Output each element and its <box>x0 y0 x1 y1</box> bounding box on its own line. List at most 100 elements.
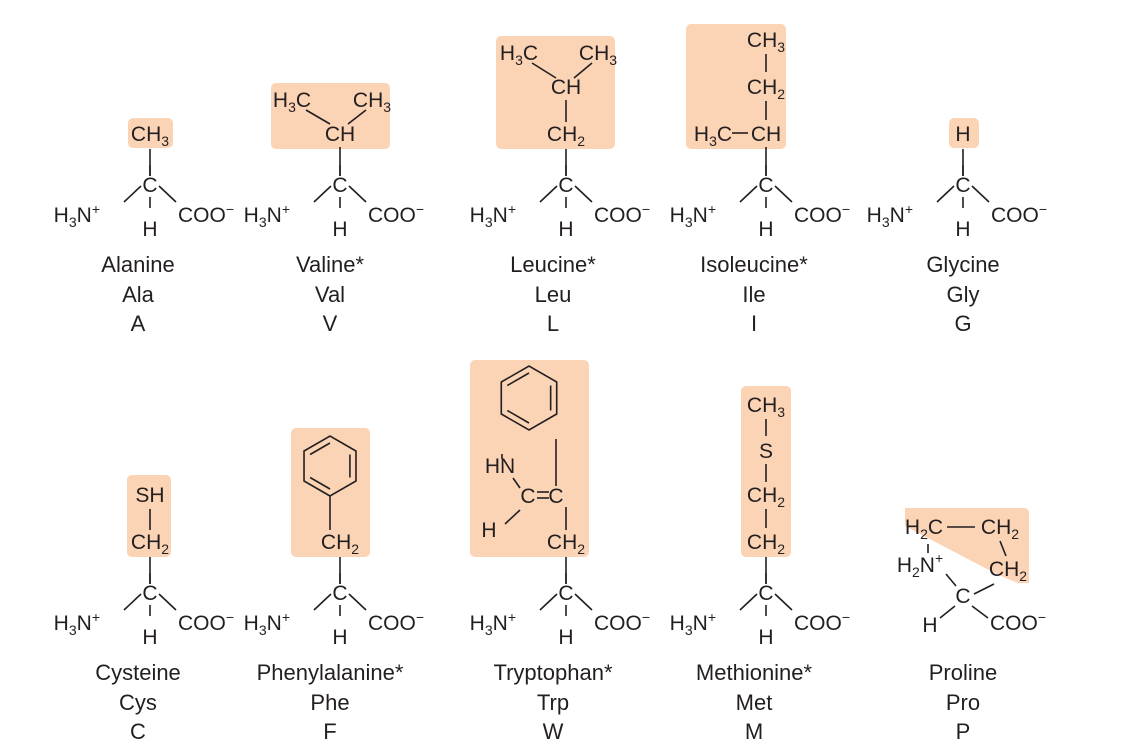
side-chain-highlight <box>949 118 979 148</box>
ch2-group: CH2 <box>747 76 785 102</box>
ch3-group: CH3 <box>353 89 391 115</box>
alpha-hydrogen: H <box>758 218 773 241</box>
amino-group: H3N+ <box>54 609 100 638</box>
alpha-carbon: C <box>332 582 347 605</box>
bond-line <box>506 409 530 424</box>
side-chain-highlight <box>905 508 1029 583</box>
alpha-carbon: C <box>332 174 347 197</box>
bond-line <box>774 185 793 203</box>
carboxylate-group: COO− <box>594 201 650 227</box>
amino-acid-abbr1: W <box>543 719 564 744</box>
amino-acid-name: Cysteine <box>95 660 181 685</box>
h3c-group: H3C <box>694 123 732 149</box>
amino-acid-name: Tryptophan* <box>493 660 612 685</box>
side-chain-highlight <box>470 360 589 557</box>
ch2-group: CH2 <box>547 123 585 149</box>
ch-group: CH <box>751 123 781 146</box>
bond-line <box>305 109 331 125</box>
sh-group: SH <box>135 484 164 507</box>
carboxylate-group: COO− <box>178 609 234 635</box>
ring-carbon: C <box>520 485 535 508</box>
h-atom: H <box>481 519 496 542</box>
amino-acid-abbr3: Phe <box>310 690 349 715</box>
amino-acid-abbr1: C <box>130 719 146 744</box>
benzene-ring <box>303 435 357 497</box>
carboxylate-group: COO− <box>594 609 650 635</box>
alpha-carbon: C <box>955 174 970 197</box>
amino-acid-name: Alanine <box>101 252 174 277</box>
alpha-hydrogen: H <box>142 626 157 649</box>
bond-line <box>774 593 793 611</box>
amino-group: H3N+ <box>244 201 290 230</box>
alpha-carbon: C <box>558 174 573 197</box>
bond-line <box>309 476 331 490</box>
bond-line <box>313 593 332 611</box>
carboxylate-group: COO− <box>794 201 850 227</box>
amino-acid-name: Valine* <box>296 252 365 277</box>
bond-line <box>531 62 557 79</box>
amino-acid-abbr3: Met <box>736 690 773 715</box>
amino-acid-abbr3: Pro <box>946 690 980 715</box>
bond-line <box>504 509 521 525</box>
alpha-hydrogen: H <box>758 626 773 649</box>
bond-line <box>999 540 1007 557</box>
bond-line <box>971 605 989 619</box>
ch3-group: CH3 <box>747 394 785 420</box>
alpha-hydrogen: H <box>558 218 573 241</box>
amino-acid-abbr3: Cys <box>119 690 157 715</box>
bond-line <box>939 605 956 619</box>
amino-acid-abbr1: A <box>131 311 146 336</box>
alpha-hydrogen: H <box>332 626 347 649</box>
h-atom: H <box>955 123 970 146</box>
alpha-carbon: C <box>142 582 157 605</box>
bond-line <box>348 593 367 611</box>
bond-line <box>573 62 593 79</box>
bond-line <box>574 593 593 611</box>
amino-group: H3N+ <box>670 201 716 230</box>
side-chain-highlight <box>686 24 786 149</box>
carboxylate-group: COO− <box>368 201 424 227</box>
amino-group: H3N+ <box>470 609 516 638</box>
amino-acid-abbr1: M <box>745 719 763 744</box>
bond-line <box>506 372 530 387</box>
alpha-hydrogen: H <box>922 614 937 637</box>
bond-line <box>123 593 142 611</box>
side-chain-highlight <box>271 83 390 149</box>
alpha-hydrogen: H <box>955 218 970 241</box>
bond-line <box>313 185 332 203</box>
amino-group: H3N+ <box>54 201 100 230</box>
bond-line <box>309 442 331 456</box>
s-atom: S <box>759 440 773 463</box>
nh-group: HN <box>485 455 515 478</box>
bond-line <box>123 185 142 203</box>
h3c-group: H3C <box>273 89 311 115</box>
ch2-group: CH2 <box>981 516 1019 542</box>
bond-line <box>739 185 758 203</box>
bond-line <box>945 573 957 587</box>
bond-line <box>158 593 177 611</box>
ch2-group: CH2 <box>747 484 785 510</box>
bond-line <box>347 109 367 125</box>
alpha-carbon: C <box>758 174 773 197</box>
amino-acid-name: Isoleucine* <box>700 252 808 277</box>
amino-acid-abbr3: Gly <box>947 282 980 307</box>
alpha-hydrogen: H <box>332 218 347 241</box>
amino-acid-abbr1: L <box>547 311 559 336</box>
amino-group: H3N+ <box>867 201 913 230</box>
ch-group: CH <box>325 123 355 146</box>
amino-acid-abbr3: Ile <box>742 282 765 307</box>
bond-line <box>512 477 521 489</box>
alpha-carbon: C <box>955 585 970 608</box>
alpha-carbon: C <box>558 582 573 605</box>
amino-group: H2N+ <box>897 550 943 580</box>
amino-acid-name: Proline <box>929 660 997 685</box>
carboxylate-group: COO− <box>991 201 1047 227</box>
